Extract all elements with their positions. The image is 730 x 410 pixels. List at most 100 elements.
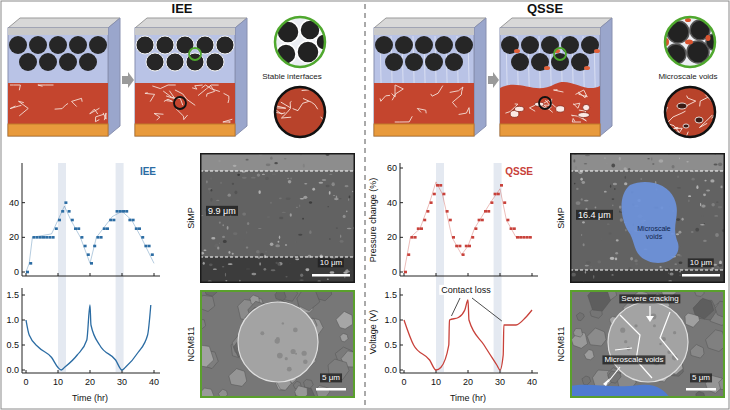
- si-particle: [89, 36, 107, 54]
- crack-line: [224, 93, 229, 103]
- si-particle: [29, 36, 47, 54]
- figure-shape: [271, 174, 276, 175]
- figure-shape: [300, 273, 303, 277]
- image-label: 10 μm: [318, 258, 344, 267]
- pressure-step: [503, 201, 506, 204]
- figure-shape: [277, 263, 280, 266]
- axis-line: [400, 288, 538, 373]
- pressure-step: [90, 262, 93, 265]
- pressure-trend: [26, 206, 154, 272]
- figure-shape: [659, 159, 664, 163]
- process-arrow: [122, 72, 134, 88]
- pressure-step: [32, 236, 35, 239]
- pressure-step: [135, 227, 138, 230]
- figure-shape: [278, 241, 280, 243]
- figure-shape: [698, 170, 700, 172]
- figure-shape: [257, 173, 260, 176]
- figure-shape: [585, 271, 586, 274]
- figure-shape: [258, 228, 262, 229]
- si-particle: [136, 36, 154, 54]
- si-particle: [79, 53, 97, 71]
- image-label: Microscale voids: [634, 225, 674, 241]
- figure-shape: [219, 242, 220, 244]
- pressure-trend: [404, 182, 532, 272]
- figure-shape: [677, 175, 679, 178]
- figure-shape: [345, 185, 349, 187]
- figure-shape: [571, 154, 725, 283]
- figure-shape: [665, 87, 715, 137]
- figure-shape: [328, 206, 329, 207]
- figure-shape: [620, 218, 623, 222]
- figure-shape: [222, 236, 225, 238]
- figure-shape: [274, 162, 278, 164]
- tick-mark: [58, 370, 59, 373]
- figure-shape: [670, 272, 674, 275]
- pressure-step: [410, 236, 413, 239]
- si-particle: [395, 36, 413, 54]
- figure-shape: [616, 239, 619, 241]
- crack-line: [72, 98, 83, 106]
- figure-label: 20: [9, 232, 19, 242]
- figure-shape: [265, 251, 266, 252]
- figure-shape: [570, 153, 725, 283]
- figure-shape: [613, 181, 616, 185]
- figure-shape: [570, 171, 725, 270]
- figure-shape: [201, 291, 354, 397]
- figure-shape: [294, 241, 296, 243]
- image-label: 9.9 μm: [206, 206, 238, 216]
- figure-shape: [279, 236, 280, 240]
- crack-line: [666, 111, 685, 124]
- tick-mark: [400, 345, 403, 346]
- figure-shape: [312, 274, 350, 277]
- zoom-circle: [665, 17, 715, 67]
- pressure-step: [436, 184, 439, 187]
- pressure-step: [100, 236, 103, 239]
- figure-shape: [576, 188, 579, 190]
- figure-shape: [200, 153, 355, 171]
- figure-shape: [285, 276, 287, 277]
- figure-shape: [251, 177, 256, 179]
- figure-shape: [247, 222, 249, 225]
- figure-label: 1.5: [6, 290, 19, 300]
- figure-shape: [678, 246, 680, 247]
- image-label: 16.4 μm: [576, 210, 613, 220]
- figure-shape: [693, 298, 714, 319]
- pressure-step: [122, 210, 125, 213]
- figure-shape: [309, 230, 311, 234]
- cell-side: [235, 18, 247, 136]
- void-spot: [584, 66, 590, 70]
- pressure-step: [80, 236, 83, 239]
- top-plate: [135, 28, 235, 35]
- figure-shape: [239, 239, 244, 240]
- figure-shape: [706, 330, 725, 352]
- figure-shape: [581, 198, 583, 200]
- shaded-band: [116, 163, 124, 372]
- figure-shape: [209, 191, 210, 194]
- crack-line: [431, 86, 443, 97]
- pressure-step: [132, 219, 135, 222]
- si-particle: [9, 36, 27, 54]
- figure-shape: [624, 340, 627, 343]
- si-particle: [206, 53, 224, 71]
- crack-line: [686, 96, 695, 106]
- tick-mark: [400, 320, 403, 321]
- figure-label: 0: [23, 377, 28, 387]
- pressure-step: [439, 184, 442, 187]
- figure-shape: [233, 232, 237, 235]
- figure-shape: [288, 180, 292, 183]
- figure-shape: [603, 378, 610, 386]
- figure-shape: [289, 262, 291, 264]
- figure-label: Stable interfaces: [260, 72, 324, 81]
- pressure-step: [138, 227, 141, 230]
- figure-shape: [704, 223, 705, 224]
- figure-shape: [229, 369, 247, 387]
- pressure-step: [128, 219, 131, 222]
- si-particle: [425, 53, 443, 71]
- pressure-step: [430, 201, 433, 204]
- top-plate: [500, 28, 600, 35]
- figure-shape: [659, 266, 661, 268]
- si-particle: [521, 36, 539, 54]
- zoom-view: [663, 17, 722, 67]
- figure-label: Time (hr): [450, 393, 486, 403]
